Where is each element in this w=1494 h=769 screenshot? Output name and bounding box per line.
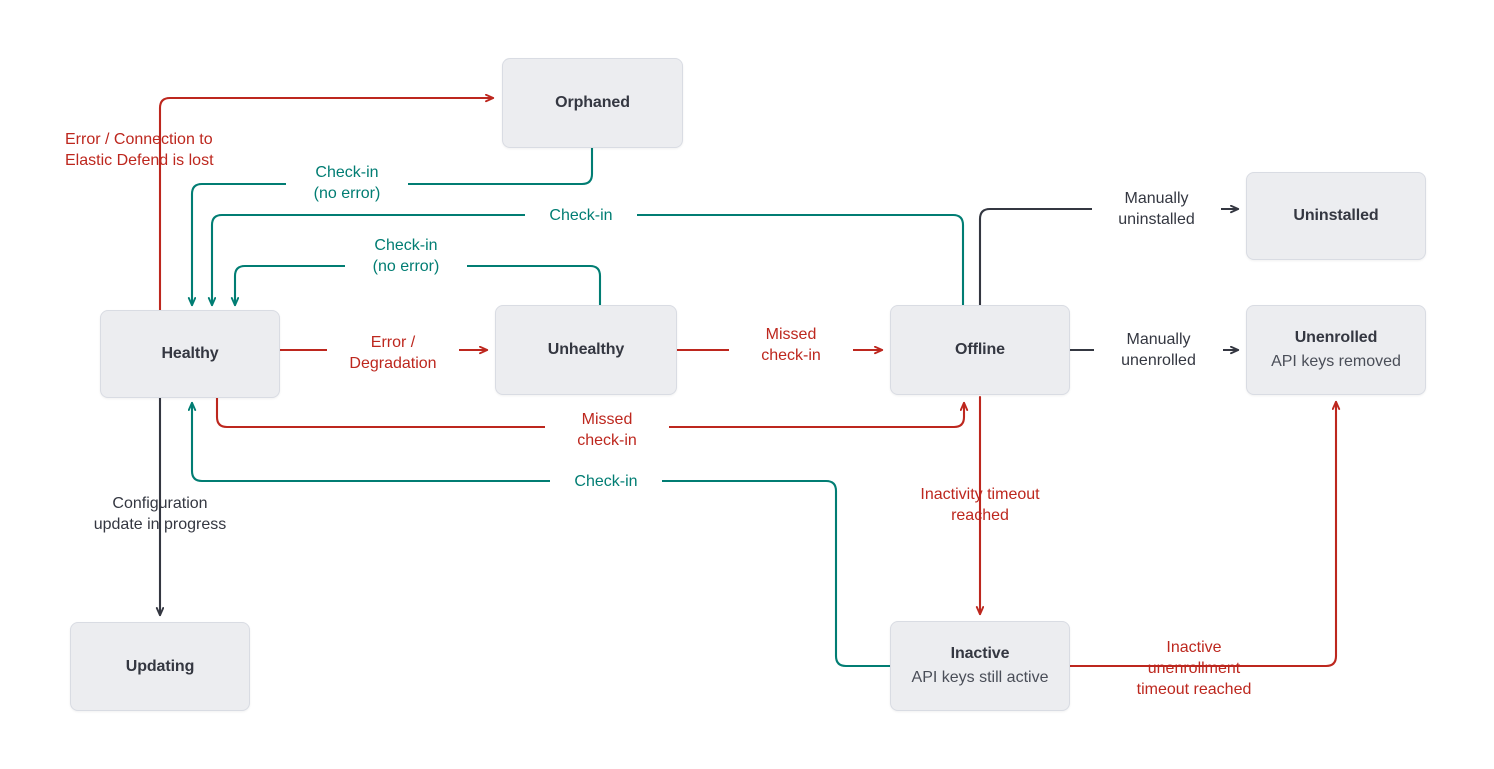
edge-label-offline-to-uninstalled: Manually uninstalled <box>1092 188 1221 230</box>
node-updating-title: Updating <box>125 657 195 675</box>
edge-label-healthy-to-orphaned: Error / Connection to Elastic Defend is … <box>65 131 214 169</box>
node-offline[interactable]: Offline <box>890 305 1070 395</box>
edge-label-healthy-to-updating: Configuration update in progress <box>93 495 227 533</box>
edge-label-offline-to-unenrolled: Manually unenrolled <box>1094 329 1223 371</box>
node-unenrolled-subtitle: API keys removed <box>1271 353 1401 370</box>
edge-healthy-to-orphaned <box>158 93 495 313</box>
edge-label-offline-to-inactive: Inactivity timeout reached <box>920 486 1040 524</box>
node-healthy-title: Healthy <box>161 345 219 363</box>
node-healthy[interactable]: Healthy <box>100 310 280 398</box>
edge-label-orphaned-to-healthy: Check-in (no error) <box>286 162 408 204</box>
node-unenrolled-title: Unenrolled <box>1294 329 1378 347</box>
edge-label-unhealthy-to-healthy: Check-in (no error) <box>345 235 467 277</box>
node-offline-title: Offline <box>955 341 1005 359</box>
node-uninstalled[interactable]: Uninstalled <box>1246 172 1426 260</box>
node-updating[interactable]: Updating <box>70 622 250 711</box>
node-unenrolled[interactable]: Unenrolled API keys removed <box>1246 305 1426 395</box>
edge-label-healthy-to-unhealthy: Error / Degradation <box>327 332 459 374</box>
edge-label-healthy-to-offline: Missed check-in <box>545 409 669 451</box>
edge-label-offline-to-healthy: Check-in <box>525 205 637 226</box>
node-inactive-title: Inactive <box>950 645 1010 663</box>
node-unhealthy-title: Unhealthy <box>547 341 625 359</box>
node-uninstalled-title: Uninstalled <box>1293 207 1379 225</box>
edge-inactive-to-unenrolled <box>1068 400 1341 668</box>
edge-inactive-to-healthy <box>187 401 892 668</box>
edge-label-inactive-to-unenrolled: Inactive unenrollment timeout reached <box>1136 639 1252 698</box>
edge-offline-to-healthy <box>207 213 965 307</box>
node-inactive-subtitle: API keys still active <box>911 669 1049 686</box>
node-inactive[interactable]: Inactive API keys still active <box>890 621 1070 711</box>
node-unhealthy[interactable]: Unhealthy <box>495 305 677 395</box>
node-orphaned-title: Orphaned <box>555 94 630 112</box>
edge-label-unhealthy-to-offline: Missed check-in <box>729 324 853 366</box>
edge-label-inactive-to-healthy: Check-in <box>550 471 662 492</box>
edge-offline-to-uninstalled <box>978 204 1240 307</box>
node-orphaned[interactable]: Orphaned <box>502 58 683 148</box>
